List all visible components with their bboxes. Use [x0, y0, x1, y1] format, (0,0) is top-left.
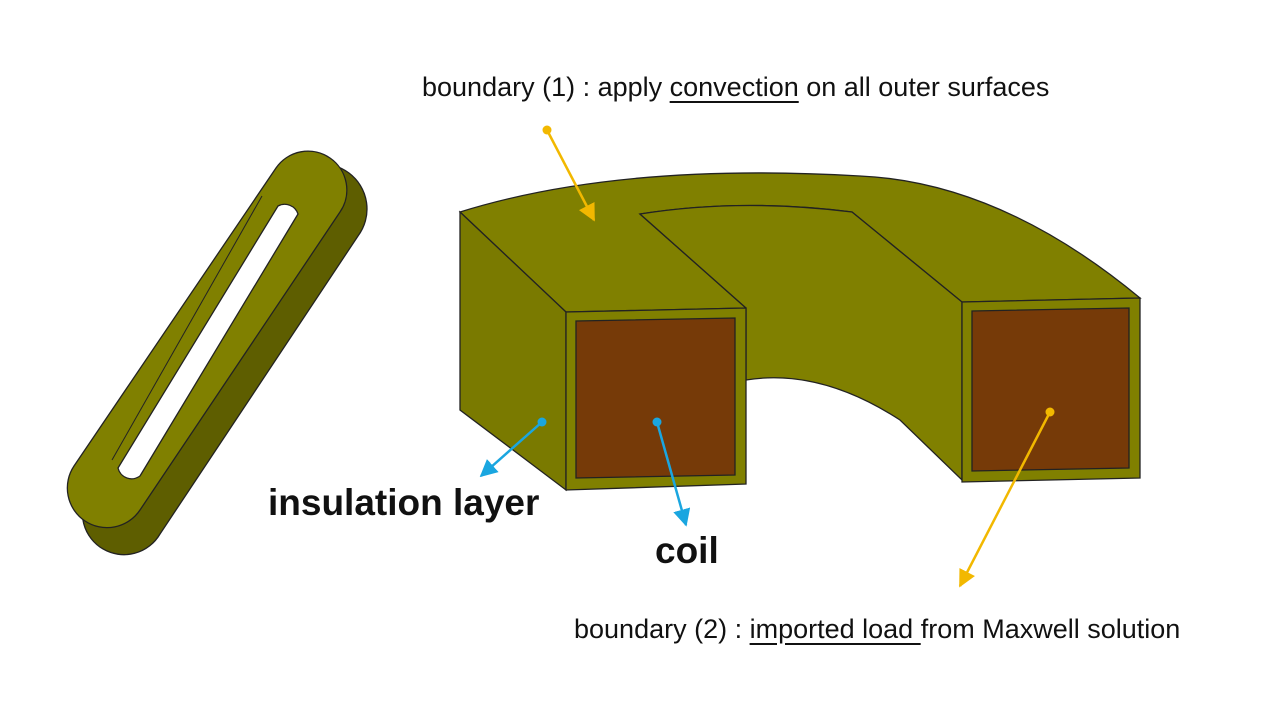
boundary2-prefix: boundary (2) : — [574, 614, 750, 644]
boundary1-label: boundary (1) : apply convection on all o… — [422, 72, 1049, 103]
inner-face — [638, 204, 963, 482]
boundary2-label: boundary (2) : imported load from Maxwel… — [574, 614, 1180, 645]
boundary1-arrow — [542, 125, 596, 222]
annotation-arrows — [479, 125, 1055, 588]
left-coil-section — [575, 317, 736, 479]
full-coil-loop — [66, 150, 368, 556]
boundary2-arrow — [958, 407, 1055, 588]
boundary2-suffix: from Maxwell solution — [920, 614, 1181, 644]
half-coil-section — [458, 172, 1142, 492]
coil-label: coil — [655, 530, 719, 571]
coil-arrow — [652, 417, 691, 527]
boundary1-prefix: boundary (1) : apply — [422, 72, 670, 102]
boundary1-suffix: on all outer surfaces — [798, 72, 1050, 102]
boundary1-underlined: convection — [669, 72, 799, 102]
insulation-layer-label: insulation layer — [268, 482, 540, 523]
right-coil-section — [971, 307, 1130, 472]
boundary2-underlined: imported load — [749, 614, 921, 644]
insulation-arrow — [479, 417, 547, 478]
